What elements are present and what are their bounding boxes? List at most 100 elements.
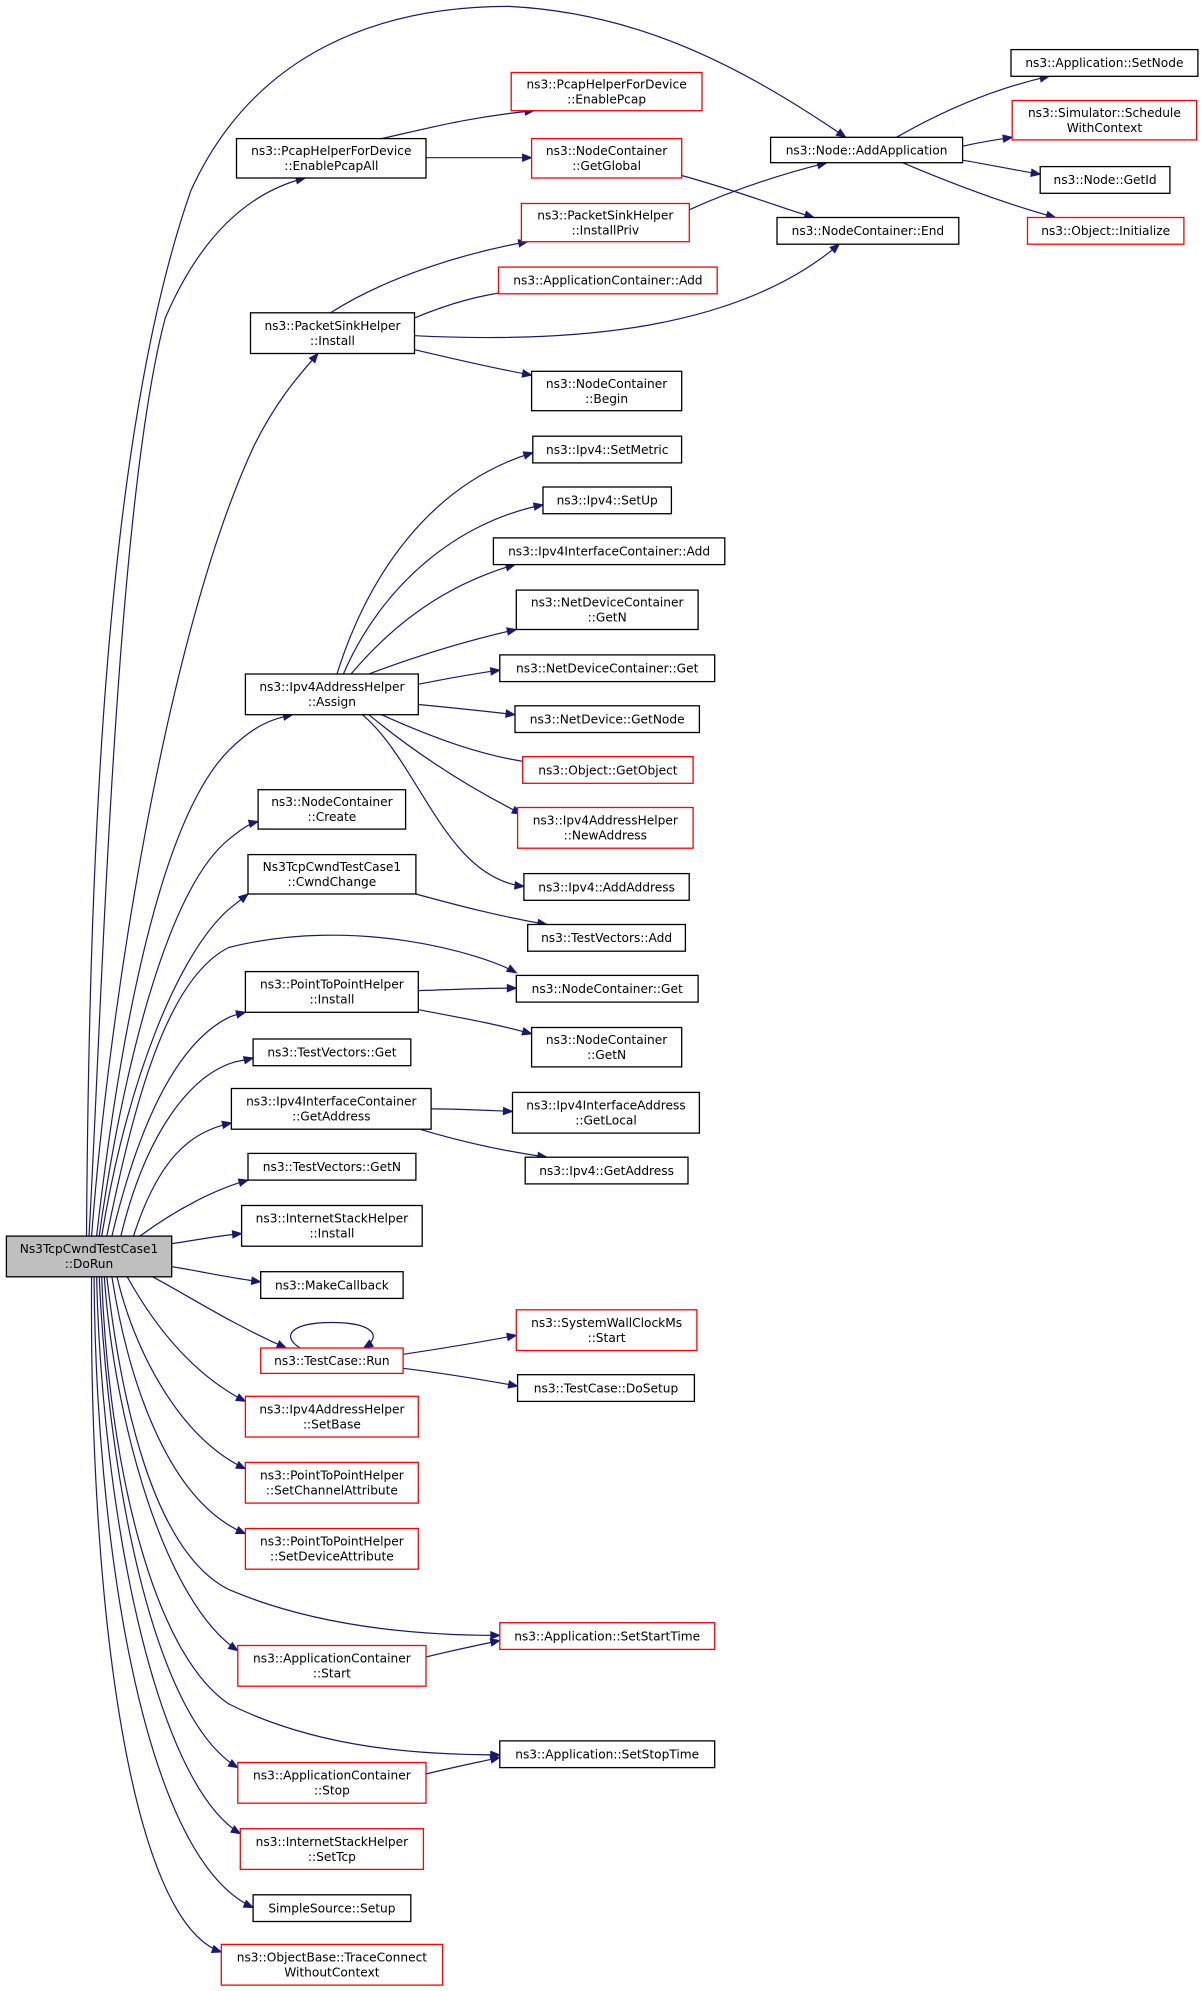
edge-ipv4Assign-to-ndcGet (418, 669, 500, 685)
arrowhead-root-to-ncGet (505, 964, 518, 974)
node-ishInstall[interactable]: ns3::InternetStackHelper::Install (240, 1204, 423, 1247)
node-p2pSetChan[interactable]: ns3::PointToPointHelper::SetChannelAttri… (244, 1461, 419, 1504)
node-tvAdd[interactable]: ns3::TestVectors::Add (527, 923, 687, 952)
edge-ipv4Assign-to-objGetObject (381, 714, 535, 764)
node-acStop[interactable]: ns3::ApplicationContainer::Stop (237, 1761, 427, 1804)
edge-ncGlobal-to-ncEnd (681, 174, 815, 219)
node-label: ns3::Ipv4AddressHelper (259, 680, 405, 694)
edge-ipv4Assign-to-ipv4IfcAdd (350, 564, 516, 675)
node-appSetStart[interactable]: ns3::Application::SetStartTime (499, 1622, 716, 1651)
node-label: ns3::Application::SetNode (1025, 56, 1183, 70)
node-ncEnd[interactable]: ns3::NodeContainer::End (776, 216, 960, 245)
node-ipv4IfcGetAddr[interactable]: ns3::Ipv4InterfaceContainer::GetAddress (230, 1087, 432, 1130)
node-box (492, 537, 726, 566)
node-label: ns3::NodeContainer (546, 1033, 668, 1047)
edge-root-to-makeCallback (171, 1266, 261, 1283)
node-box (769, 136, 964, 164)
node-nodeAddApp[interactable]: ns3::Node::AddApplication (769, 136, 964, 164)
node-ncGet[interactable]: ns3::NodeContainer::Get (515, 974, 699, 1003)
node-ncGlobal[interactable]: ns3::NodeContainer::GetGlobal (530, 137, 683, 179)
node-ipv4GetAddress[interactable]: ns3::Ipv4::GetAddress (524, 1156, 689, 1185)
node-psInstallPriv[interactable]: ns3::PacketSinkHelper::InstallPriv (520, 202, 690, 243)
node-label: ::SetDeviceAttribute (270, 1550, 394, 1564)
node-p2pInstall[interactable]: ns3::PointToPointHelper::Install (244, 970, 419, 1013)
node-box (252, 1038, 412, 1067)
node-ndcGet[interactable]: ns3::NetDeviceContainer::Get (499, 654, 716, 683)
node-appContAdd[interactable]: ns3::ApplicationContainer::Add (497, 266, 718, 295)
node-ipv4SetBase[interactable]: ns3::Ipv4AddressHelper::SetBase (244, 1395, 419, 1438)
node-label: ns3::Ipv4AddressHelper (259, 1402, 405, 1416)
edge-root-to-nodeAddApp (85, 5, 847, 1237)
edge-root-to-p2pSetChan (116, 1276, 246, 1470)
node-objInit[interactable]: ns3::Object::Initialize (1026, 216, 1185, 245)
node-ncGetN[interactable]: ns3::NodeContainer::GetN (530, 1026, 683, 1068)
node-appSetNode[interactable]: ns3::Application::SetNode (1010, 48, 1199, 77)
node-objGetObject[interactable]: ns3::Object::GetObject (522, 755, 694, 784)
node-ipv4IfAddrGetLocal[interactable]: ns3::Ipv4InterfaceAddress::GetLocal (511, 1091, 701, 1134)
node-ipv4AddrNew[interactable]: ns3::Ipv4AddressHelper::NewAddress (516, 806, 694, 849)
node-label: ::Start (588, 1331, 626, 1345)
edge-ipv4IfcGetAddr-to-ipv4GetAddress (419, 1128, 547, 1158)
node-ipv4Assign[interactable]: ns3::Ipv4AddressHelper::Assign (244, 673, 419, 716)
node-root[interactable]: Ns3TcpCwndTestCase1::DoRun (5, 1235, 173, 1278)
edge-nodeAddApp-to-objInit (902, 162, 1056, 219)
arrowhead-root-to-p2pSetDev (234, 1526, 247, 1535)
node-ndGetNode[interactable]: ns3::NetDevice::GetNode (514, 705, 701, 734)
node-tvGet[interactable]: ns3::TestVectors::Get (252, 1038, 412, 1067)
node-nodeGetId[interactable]: ns3::Node::GetId (1039, 165, 1171, 194)
node-psInstall[interactable]: ns3::PacketSinkHelper::Install (249, 312, 416, 355)
node-ipv4AddAddress[interactable]: ns3::Ipv4::AddAddress (523, 872, 690, 901)
node-label: ns3::Ipv4InterfaceAddress (526, 1099, 685, 1113)
nodes-layer: Ns3TcpCwndTestCase1::DoRun ns3::PcapHelpe… (5, 48, 1199, 1986)
node-box (237, 1761, 427, 1804)
node-ishSetTcp[interactable]: ns3::InternetStackHelper::SetTcp (239, 1828, 425, 1871)
node-label: Ns3TcpCwndTestCase1 (263, 860, 402, 874)
node-label: ::SetBase (303, 1417, 361, 1431)
node-ndcGetN[interactable]: ns3::NetDeviceContainer::GetN (515, 589, 699, 631)
node-tvGetN[interactable]: ns3::TestVectors::GetN (247, 1152, 417, 1181)
edge-root-to-traceConnect (90, 1276, 222, 1953)
node-label: ns3::NodeContainer (546, 377, 668, 391)
edge-psInstallPriv-to-nodeAddApp (688, 162, 827, 211)
node-label: ns3::InternetStackHelper (256, 1212, 409, 1226)
node-pcapAll[interactable]: ns3::PcapHelperForDevice::EnablePcapAll (235, 137, 427, 179)
node-ipv4SetMetric[interactable]: ns3::Ipv4::SetMetric (532, 435, 683, 464)
node-cwndChange[interactable]: Ns3TcpCwndTestCase1::CwndChange (247, 853, 417, 895)
arrowhead-root-to-nodeAddApp (835, 128, 847, 139)
node-box (247, 853, 417, 895)
node-tcRun[interactable]: ns3::TestCase::Run (260, 1347, 404, 1375)
node-box (237, 1644, 427, 1687)
node-ipv4SetUp[interactable]: ns3::Ipv4::SetUp (542, 486, 673, 515)
node-label: ::GetLocal (575, 1114, 637, 1128)
node-box (5, 1235, 173, 1278)
arrowhead-p2pInstall-to-ncGet (506, 983, 518, 993)
node-label: ns3::SystemWallClockMs (531, 1316, 682, 1330)
edge-nodeAddApp-to-nodeGetId (962, 159, 1041, 175)
node-box (497, 266, 718, 295)
node-simpleSetup[interactable]: SimpleSource::Setup (252, 1894, 412, 1923)
node-label: ns3::NodeContainer::Get (532, 982, 683, 996)
node-label: ::EnablePcapAll (284, 159, 378, 173)
node-label: ::Install (310, 334, 355, 348)
node-acStart[interactable]: ns3::ApplicationContainer::Start (237, 1644, 427, 1687)
arrowhead-root-to-appSetStart (490, 1631, 502, 1640)
node-ncCreate[interactable]: ns3::NodeContainer::Create (257, 789, 407, 830)
node-label: ns3::Ipv4::AddAddress (538, 880, 675, 894)
arrowhead-root-to-ipv4IfcGetAddr (221, 1120, 233, 1130)
edge-ipv4IfcGetAddr-to-ipv4IfAddrGetLocal (431, 1108, 513, 1112)
node-ipv4IfcAdd[interactable]: ns3::Ipv4InterfaceContainer::Add (492, 537, 726, 566)
node-traceConnect[interactable]: ns3::ObjectBase::TraceConnectWithoutCont… (220, 1943, 444, 1986)
node-tcDoSetup[interactable]: ns3::TestCase::DoSetup (516, 1374, 696, 1403)
node-swcStart[interactable]: ns3::SystemWallClockMs::Start (515, 1309, 698, 1352)
node-makeCallback[interactable]: ns3::MakeCallback (260, 1271, 404, 1300)
node-p2pSetDev[interactable]: ns3::PointToPointHelper::SetDeviceAttrib… (244, 1527, 419, 1570)
edge-acStop-to-appSetStop (425, 1756, 500, 1775)
node-label: ns3::Ipv4::SetMetric (546, 443, 668, 457)
node-label: ::SetTcp (308, 1850, 356, 1864)
node-appSetStop[interactable]: ns3::Application::SetStopTime (499, 1740, 716, 1769)
node-pcap[interactable]: ns3::PcapHelperForDevice::EnablePcap (510, 71, 703, 112)
node-ncBegin[interactable]: ns3::NodeContainer::Begin (530, 370, 683, 412)
edge-ipv4Assign-to-ipv4SetUp (342, 504, 544, 675)
